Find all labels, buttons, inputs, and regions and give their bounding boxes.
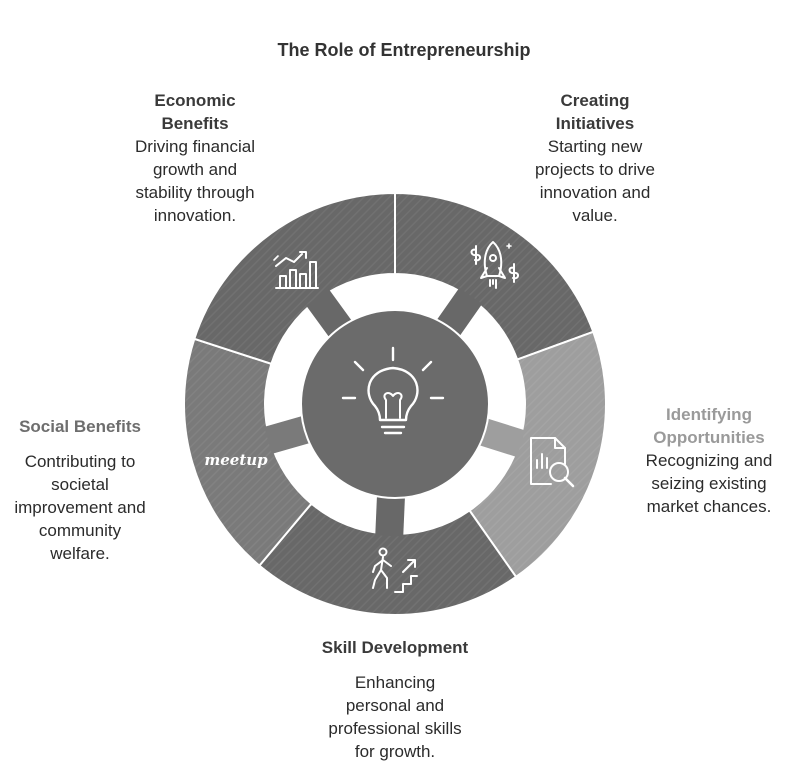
description-line: innovation. [153, 206, 237, 225]
heading-line: Opportunities [653, 428, 765, 447]
connector-bar [478, 418, 526, 458]
description-line: value. [572, 206, 618, 225]
description-line: seizing existing [651, 474, 767, 493]
description-line: Contributing to [24, 452, 136, 471]
heading-social-benefits: Social Benefits [0, 415, 160, 438]
description-line: welfare. [50, 544, 110, 563]
segment-texture [259, 503, 517, 616]
label-economic-benefits: Economic Benefits Driving financial grow… [100, 89, 290, 227]
heading-line: Economic [154, 91, 236, 110]
label-identifying-opportunities: Identifying Opportunities Recognizing an… [614, 403, 804, 518]
connector-creating [436, 287, 483, 337]
heading-skill-development: Skill Development [280, 636, 510, 659]
label-skill-development: Skill Development Enhancing personal and… [280, 636, 510, 763]
description-line: Starting new [547, 137, 643, 156]
connector-bar [436, 287, 483, 337]
label-creating-initiatives: Creating Initiatives Starting new projec… [500, 89, 690, 227]
connector-skill [375, 495, 405, 537]
heading-line: Creating [560, 91, 630, 110]
meetup-icon: meetup [204, 451, 268, 469]
description-creating-initiatives: Starting new projects to drive innovatio… [500, 135, 690, 227]
climbing-person-icon [372, 547, 418, 593]
connector-identifying [478, 418, 526, 458]
description-line: Driving financial [135, 137, 255, 156]
description-line: Enhancing [354, 673, 436, 692]
description-line: market chances. [646, 497, 772, 516]
heading-line: Initiatives [555, 114, 635, 133]
description-identifying-opportunities: Recognizing and seizing existing market … [614, 449, 804, 518]
description-economic-benefits: Driving financial growth and stability t… [100, 135, 290, 227]
description-line: innovation and [539, 183, 651, 202]
description-line: projects to drive [535, 160, 655, 179]
connector-economic [306, 288, 353, 338]
lightbulb-icon [341, 346, 445, 435]
heading-line: Skill Development [321, 638, 469, 657]
segment-texture [194, 193, 395, 364]
connector-bar [375, 495, 405, 537]
description-line: improvement and [14, 498, 146, 517]
description-line: community [38, 521, 122, 540]
meetup-logo-text: meetup [204, 451, 268, 469]
connector-bar [264, 415, 311, 454]
document-search-icon [530, 437, 575, 488]
heading-line: Identifying [666, 405, 752, 424]
connector-social [264, 415, 311, 454]
description-line: Recognizing and [645, 451, 773, 470]
description-skill-development: Enhancing personal and professional skil… [280, 671, 510, 763]
description-line: professional skills [328, 719, 462, 738]
heading-line: Benefits [161, 114, 229, 133]
description-line: growth and [152, 160, 238, 179]
description-line: stability through [135, 183, 255, 202]
growth-chart-icon [273, 251, 319, 289]
heading-economic-benefits: Economic Benefits [100, 89, 290, 135]
heading-identifying-opportunities: Identifying Opportunities [614, 403, 804, 449]
heading-line: Social Benefits [19, 417, 141, 436]
center-circle [300, 309, 490, 499]
connector-bar [306, 288, 353, 338]
rocket-icon [470, 241, 519, 289]
segment-texture [469, 331, 607, 577]
description-line: societal [51, 475, 109, 494]
heading-creating-initiatives: Creating Initiatives [500, 89, 690, 135]
description-social-benefits: Contributing to societal improvement and… [0, 450, 160, 565]
label-social-benefits: Social Benefits Contributing to societal… [0, 415, 160, 565]
description-line: personal and [345, 696, 445, 715]
diagram-title: The Role of Entrepreneurship [277, 40, 531, 60]
segment-texture [184, 338, 312, 566]
description-line: for growth. [354, 742, 436, 761]
